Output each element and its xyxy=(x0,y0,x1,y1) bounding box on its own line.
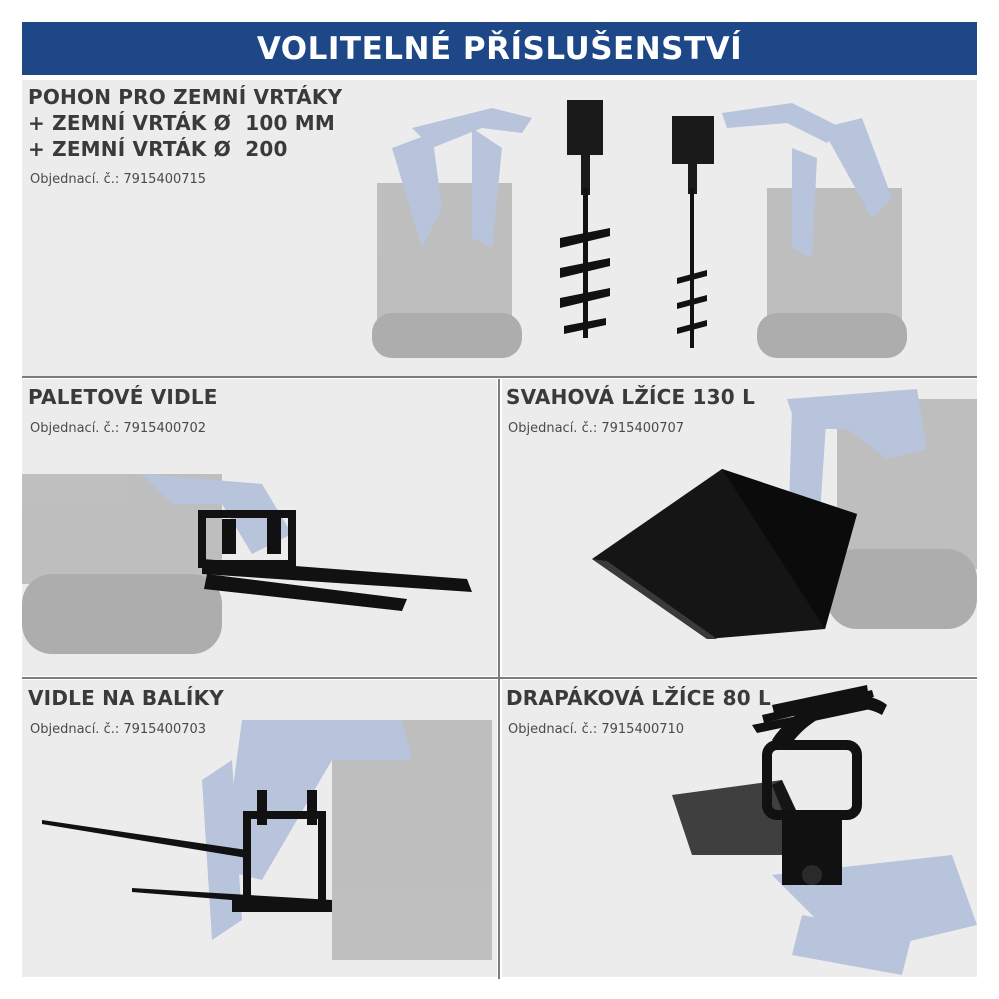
order-number: Objednací. č.: 7915400715 xyxy=(30,172,207,187)
panel-auger-drive: POHON PRO ZEMNÍ VRTÁKY + ZEMNÍ VRTÁK Ø 1… xyxy=(22,80,977,376)
order-number: Objednací. č.: 7915400710 xyxy=(508,722,685,737)
pallet-forks-image xyxy=(22,474,472,654)
horizontal-divider xyxy=(22,677,977,679)
slope-bucket-image xyxy=(592,389,977,639)
order-number: Objednací. č.: 7915400702 xyxy=(30,421,207,436)
bale-forks-image xyxy=(42,720,492,960)
item-title: PALETOVÉ VIDLE xyxy=(28,385,218,409)
page-title: VOLITELNÉ PŘÍSLUŠENSTVÍ xyxy=(256,30,743,67)
panel-pallet-forks: PALETOVÉ VIDLE Objednací. č.: 7915400702 xyxy=(22,379,497,676)
item-title: SVAHOVÁ LŽÍCE 130 L xyxy=(506,385,756,409)
panel-bale-forks: VIDLE NA BALÍKY Objednací. č.: 791540070… xyxy=(22,680,497,977)
grapple-bucket-image xyxy=(672,685,977,975)
item-title-line-2: + ZEMNÍ VRTÁK Ø 100 MM xyxy=(28,111,335,135)
vertical-divider xyxy=(498,379,500,979)
item-title: VIDLE NA BALÍKY xyxy=(28,686,224,710)
panel-slope-bucket: SVAHOVÁ LŽÍCE 130 L Objednací. č.: 79154… xyxy=(502,379,977,676)
order-number: Objednací. č.: 7915400703 xyxy=(30,722,207,737)
auger-drive-image xyxy=(372,100,907,358)
horizontal-divider xyxy=(22,376,977,378)
header-banner: VOLITELNÉ PŘÍSLUŠENSTVÍ xyxy=(22,22,977,75)
order-number: Objednací. č.: 7915400707 xyxy=(508,421,685,436)
item-title: DRAPÁKOVÁ LŽÍCE 80 L xyxy=(506,686,771,710)
item-title-line-3: + ZEMNÍ VRTÁK Ø 200 xyxy=(28,137,288,161)
item-title-line-1: POHON PRO ZEMNÍ VRTÁKY xyxy=(28,85,343,109)
panel-grapple-bucket: DRAPÁKOVÁ LŽÍCE 80 L Objednací. č.: 7915… xyxy=(502,680,977,977)
